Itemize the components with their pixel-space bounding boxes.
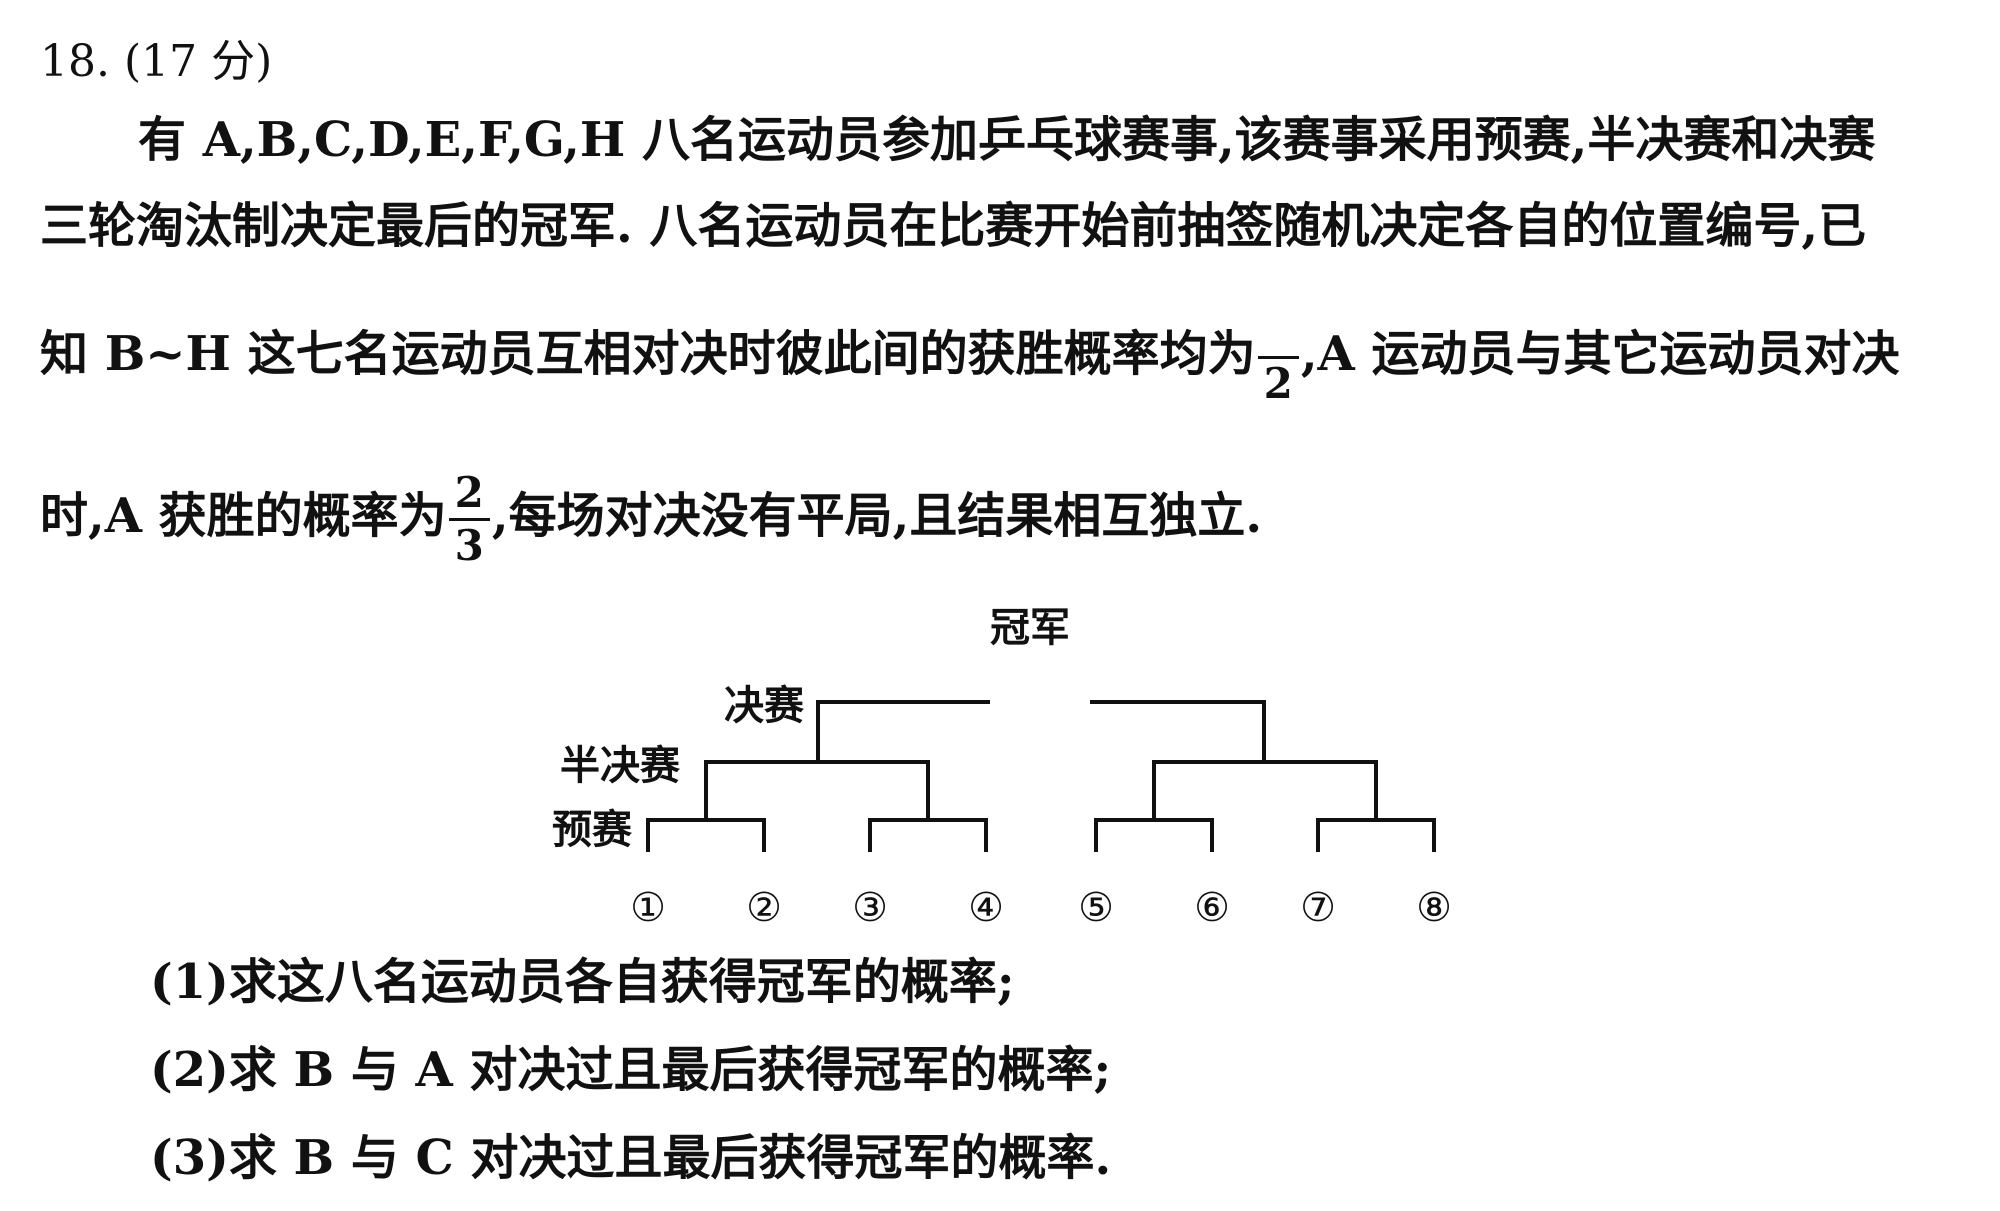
semifinal-bracket-right (1152, 760, 1378, 820)
fraction-numerator: 2 (448, 468, 490, 521)
question-1: (1)求这八名运动员各自获得冠军的概率; (150, 954, 1015, 1010)
problem-header: 18. (17 分) (40, 36, 273, 87)
semifinal-bracket-left (704, 760, 930, 820)
line-4-text-a: 时,A 获胜的概率为 (40, 488, 447, 544)
prelim-bracket-7-8 (1316, 818, 1436, 852)
question-3: (3)求 B 与 C 对决过且最后获得冠军的概率. (150, 1130, 1112, 1186)
position-2: ② (746, 885, 782, 931)
prelim-label: 预赛 (552, 806, 632, 853)
semifinal-label: 半决赛 (560, 742, 680, 789)
position-5: ⑤ (1078, 885, 1114, 931)
final-label: 决赛 (724, 682, 804, 729)
line-3-text-a: 知 B~H 这七名运动员互相对决时彼此间的获胜概率均为 (40, 326, 1256, 382)
problem-text-line-2: 三轮淘汰制决定最后的冠军. 八名运动员在比赛开始前抽签随机决定各自的位置编号,已 (40, 198, 1867, 254)
position-3: ③ (852, 885, 888, 931)
prelim-bracket-3-4 (868, 818, 988, 852)
line-3-text-b: ,A 运动员与其它运动员对决 (1300, 326, 1900, 382)
fraction-denominator: 3 (454, 521, 484, 570)
fraction-one-half: 2 (1257, 306, 1299, 409)
position-6: ⑥ (1194, 885, 1230, 931)
problem-text-line-1: 有 A,B,C,D,E,F,G,H 八名运动员参加乒乓球赛事,该赛事采用预赛,半… (138, 112, 1876, 168)
prelim-bracket-5-6 (1094, 818, 1214, 852)
position-8: ⑧ (1416, 885, 1452, 931)
final-bracket-right (1090, 700, 1266, 762)
position-4: ④ (968, 885, 1004, 931)
position-7: ⑦ (1300, 885, 1336, 931)
fraction-numerator (1257, 306, 1299, 359)
final-bracket-left (816, 700, 990, 762)
question-2: (2)求 B 与 A 对决过且最后获得冠军的概率; (150, 1042, 1112, 1098)
champion-label: 冠军 (990, 604, 1070, 651)
fraction-denominator: 2 (1263, 359, 1293, 408)
line-4-text-b: ,每场对决没有平局,且结果相互独立. (491, 488, 1263, 544)
prelim-bracket-1-2 (646, 818, 766, 852)
position-1: ① (630, 885, 666, 931)
